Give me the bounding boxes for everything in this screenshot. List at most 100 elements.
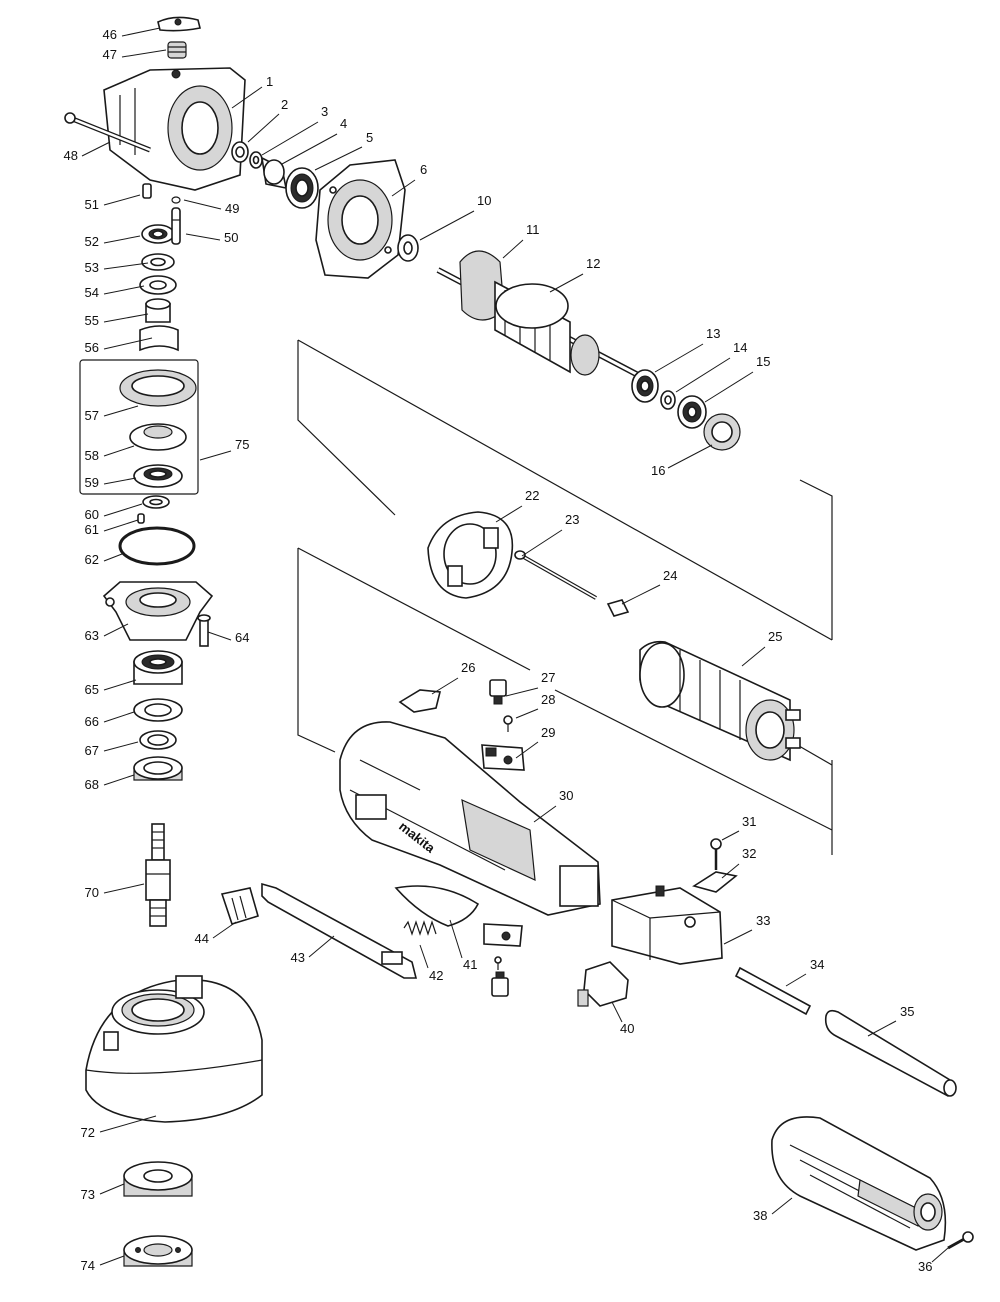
bearing-65 — [133, 650, 183, 685]
nut-2 — [231, 141, 249, 163]
rubber-ring-16 — [703, 413, 741, 451]
part-number-6: 6 — [420, 162, 427, 177]
washer-60 — [142, 495, 170, 509]
switch-lever-44 — [220, 887, 259, 925]
part-number-70: 70 — [85, 885, 99, 900]
rear-cover-38 — [771, 1116, 947, 1251]
callout-26: 26 — [431, 660, 475, 695]
callout-leader-44 — [212, 921, 237, 939]
screw-36 — [947, 1231, 974, 1250]
bearing-15 — [677, 395, 707, 429]
callout-leader-43 — [308, 935, 335, 958]
callout-23: 23 — [521, 512, 579, 557]
part-number-35: 35 — [900, 1004, 914, 1019]
callout-44: 44 — [195, 921, 237, 946]
callout-leader-2 — [247, 113, 280, 143]
callout-32: 32 — [721, 846, 756, 879]
part-number-58: 58 — [85, 448, 99, 463]
part-number-72: 72 — [81, 1125, 95, 1140]
part-number-23: 23 — [565, 512, 579, 527]
lock-nut-74 — [123, 1235, 193, 1267]
o-ring-small — [171, 196, 181, 204]
callout-leader-34 — [785, 973, 807, 987]
pin-61 — [137, 513, 145, 524]
part-number-30: 30 — [559, 788, 573, 803]
part-number-63: 63 — [85, 628, 99, 643]
bearing-small — [141, 224, 175, 244]
part-number-41: 41 — [463, 957, 477, 972]
part-number-12: 12 — [586, 256, 600, 271]
callout-1: 1 — [231, 74, 273, 109]
part-number-44: 44 — [195, 931, 209, 946]
screw-64 — [197, 614, 211, 647]
callout-leader-31 — [721, 830, 740, 841]
part-number-34: 34 — [810, 957, 824, 972]
callout-leader-5 — [314, 146, 363, 171]
part-number-11: 11 — [526, 222, 540, 237]
bearing-5 — [285, 167, 319, 209]
callout-24: 24 — [621, 568, 677, 605]
callout-58: 58 — [85, 445, 135, 463]
bearing-13 — [631, 369, 659, 403]
washer-3 — [249, 151, 263, 169]
part-number-42: 42 — [429, 968, 443, 983]
callout-leader-32 — [721, 863, 740, 879]
callout-70: 70 — [85, 883, 145, 900]
callout-leader-50 — [185, 233, 221, 241]
bearing-box-6 — [315, 159, 406, 279]
callout-leader-28 — [515, 708, 539, 719]
screw-28 — [503, 715, 513, 732]
part-number-36: 36 — [918, 1259, 932, 1274]
callout-leader-42 — [419, 944, 429, 969]
callout-59: 59 — [85, 475, 137, 490]
part-number-46: 46 — [103, 27, 117, 42]
part-number-15: 15 — [756, 354, 770, 369]
callout-12: 12 — [549, 256, 600, 293]
callout-46: 46 — [103, 27, 161, 42]
part-number-73: 73 — [81, 1187, 95, 1202]
callout-42: 42 — [419, 944, 443, 983]
callout-leader-48 — [81, 141, 111, 157]
callout-leader-53 — [103, 262, 149, 270]
washer-53 — [141, 253, 175, 271]
part-number-1: 1 — [266, 74, 273, 89]
part-number-48: 48 — [64, 148, 78, 163]
callout-56: 56 — [85, 337, 153, 355]
part-number-29: 29 — [541, 725, 555, 740]
callout-leader-62 — [103, 553, 123, 562]
part-number-53: 53 — [85, 260, 99, 275]
callout-48: 48 — [64, 141, 111, 163]
o-ring-large — [118, 526, 196, 566]
cord-guard-35 — [824, 1009, 957, 1097]
callout-3: 3 — [261, 104, 328, 156]
callout-leader-54 — [103, 285, 145, 295]
part-number-75: 75 — [235, 437, 249, 452]
callout-11: 11 — [502, 222, 540, 259]
washer-14 — [660, 390, 676, 410]
callout-leader-4 — [281, 133, 338, 165]
callout-leader-60 — [103, 503, 143, 517]
callout-leader-30 — [533, 805, 557, 823]
callout-57: 57 — [85, 405, 139, 423]
part-number-54: 54 — [85, 285, 99, 300]
callout-leader-40 — [611, 1001, 623, 1023]
callout-51: 51 — [85, 194, 141, 212]
callout-leader-38 — [771, 1197, 793, 1215]
callout-leader-26 — [431, 677, 459, 695]
callout-leader-15 — [704, 371, 754, 403]
callout-leader-58 — [103, 445, 135, 457]
cap-spring — [167, 41, 187, 59]
callout-leader-33 — [723, 929, 753, 945]
callout-leader-23 — [521, 529, 563, 557]
washer-10 — [397, 234, 419, 262]
callout-leader-51 — [103, 194, 141, 206]
callout-53: 53 — [85, 260, 149, 275]
part-number-27: 27 — [541, 670, 555, 685]
part-number-47: 47 — [103, 47, 117, 62]
bearing-box — [102, 581, 214, 641]
callout-55: 55 — [85, 313, 149, 328]
callout-leader-12 — [549, 273, 584, 293]
carbon-brush-27 — [489, 679, 507, 705]
